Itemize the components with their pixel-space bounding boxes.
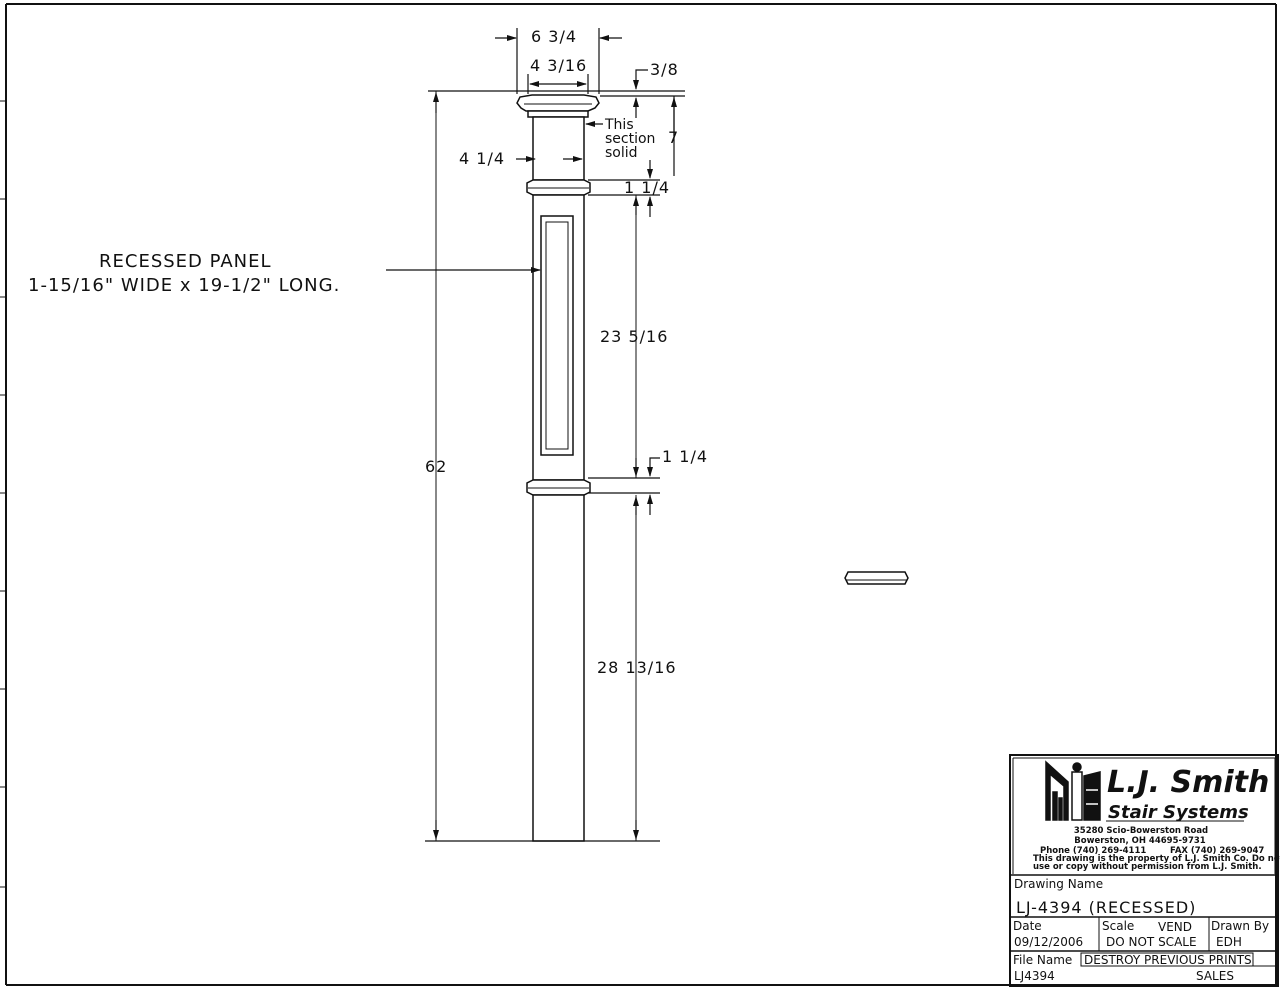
drawing-name-label: Drawing Name [1014,877,1103,891]
callout-line1: RECESSED PANEL [99,251,272,272]
property-notice2: use or copy without permission from L.J.… [1033,862,1262,872]
title-block: L.J. Smith Stair Systems 35280 Scio-Bowe… [1009,754,1280,987]
dimension-lines [386,28,685,842]
company-tagline: Stair Systems [1108,802,1249,823]
dim-solid-height: 7 [668,128,679,147]
scale-value: DO NOT SCALE [1106,935,1197,949]
dim-bottom-height: 28 13/16 [597,658,677,677]
callout-line2: 1-15/16" WIDE x 19-1/2" LONG. [28,275,340,296]
recessed-panel [540,215,574,456]
company-logo [1045,760,1101,821]
dim-collar-lower: 1 1/4 [662,447,708,466]
company-address1: 35280 Scio-Bowerston Road [1074,826,1208,836]
dim-collar-upper: 1 1/4 [624,178,670,197]
file-name-label: File Name [1013,953,1072,967]
drawn-by-value: EDH [1216,935,1242,949]
scale-extra: VEND [1158,920,1192,934]
sales-label: SALES [1196,969,1234,983]
dim-shaft-width: 4 1/4 [459,149,505,168]
company-fax: FAX (740) 269-9047 [1170,846,1264,856]
dim-top-width: 6 3/4 [531,27,577,46]
cap-detail [844,571,909,585]
dim-overall-height: 62 [425,457,447,476]
note-solid-line1: This [604,117,634,133]
drawn-by-label: Drawn By [1211,919,1269,933]
property-notice1: This drawing is the property of L.J. Smi… [1033,854,1280,864]
newel-post-outline [516,94,600,842]
dim-panel-height: 23 5/16 [600,327,668,346]
note-solid-line3: solid [605,145,638,161]
dim-cap-height: 3/8 [650,60,679,79]
date-label: Date [1013,919,1042,933]
dimension-labels: 6 3/4 4 3/16 3/8 This section solid 7 4 … [28,27,708,677]
destroy-note: DESTROY PREVIOUS PRINTS [1084,953,1252,967]
company-name: L.J. Smith [1107,765,1269,800]
drawing-name: LJ-4394 (RECESSED) [1016,898,1196,917]
scale-label: Scale [1102,919,1134,933]
company-address2: Bowerston, OH 44695-9731 [1074,836,1205,846]
note-solid-line2: section [605,131,655,147]
file-name-value: LJ4394 [1014,969,1055,983]
sheet-border [0,3,1277,986]
date-value: 09/12/2006 [1014,935,1083,949]
dim-cap-width: 4 3/16 [530,56,587,75]
company-phone: Phone (740) 269-4111 [1040,846,1146,856]
